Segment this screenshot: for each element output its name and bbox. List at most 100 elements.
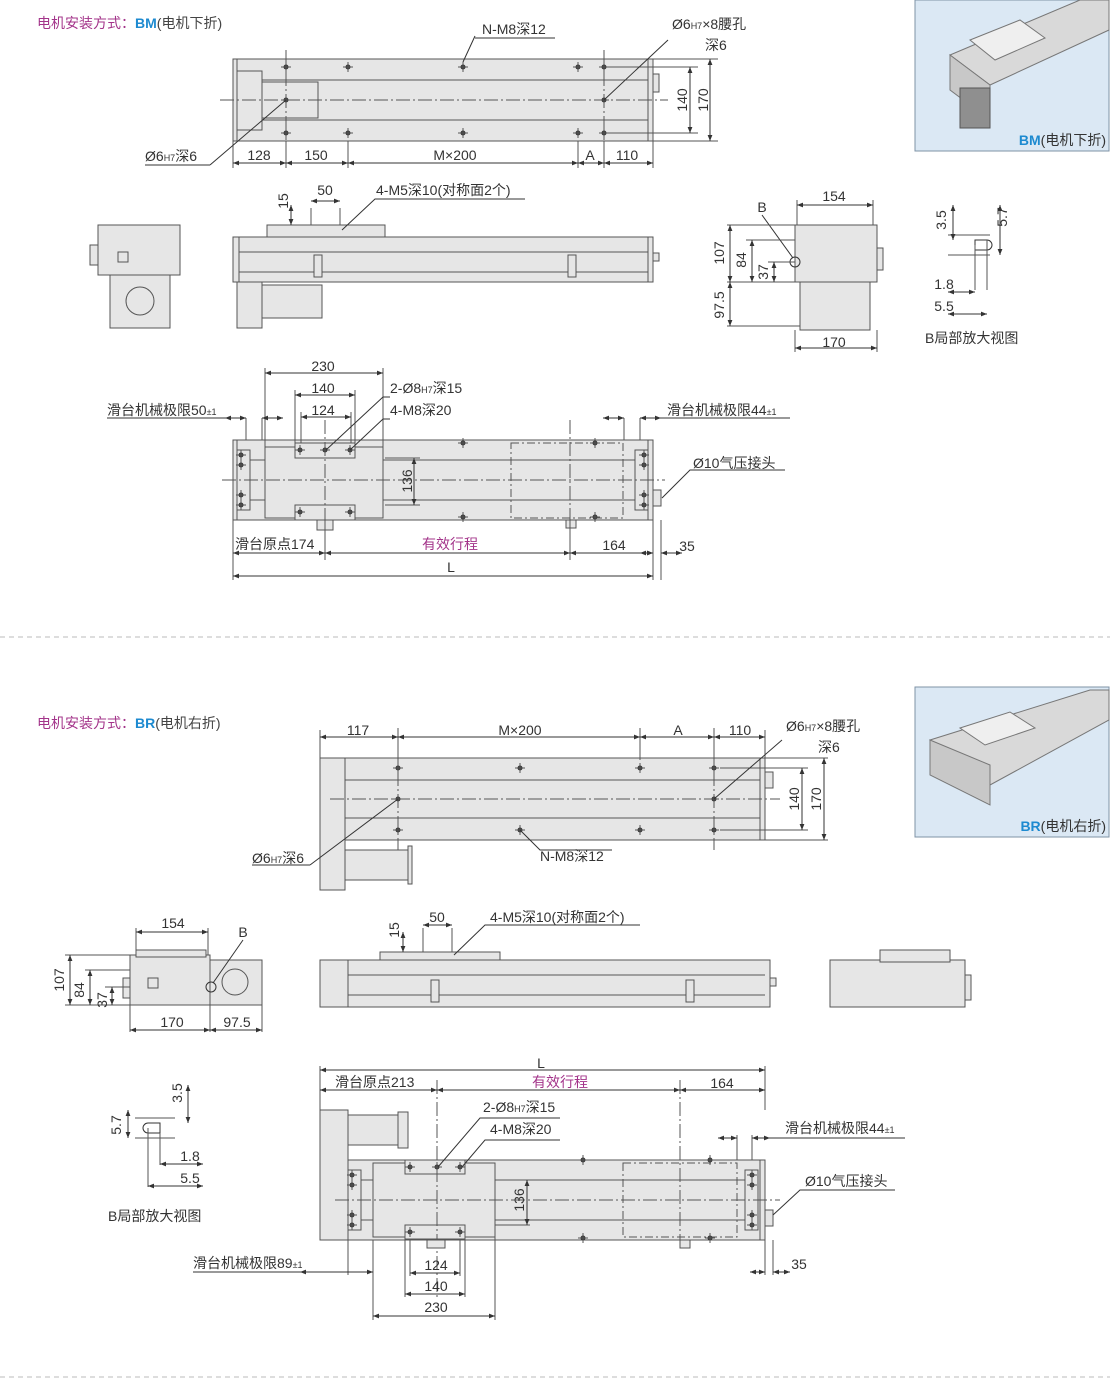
section-bm: 电机安装方式：BM(电机下折) BM(电机下折) N-M8深12 Ø6H7×8腰… xyxy=(37,0,1110,575)
slot-depth-label: 深6 xyxy=(705,37,727,53)
dim-84: 84 xyxy=(733,252,749,268)
dim-length: L xyxy=(537,1055,545,1071)
bracket xyxy=(565,519,577,529)
dim-97-5: 97.5 xyxy=(711,291,727,318)
slider-top xyxy=(379,951,501,961)
dim-107: 107 xyxy=(711,241,727,265)
thumbnail-bm: BM(电机下折) xyxy=(914,0,1110,152)
limit-right-label: 滑台机械极限44±1 xyxy=(667,402,777,418)
detail-dim-1-8: 1.8 xyxy=(934,276,954,292)
motor-body xyxy=(344,849,411,881)
detail-b-marker: B xyxy=(238,924,247,940)
air-fitting xyxy=(122,977,131,999)
dim-124: 124 xyxy=(424,1257,448,1273)
detail-b-circle xyxy=(205,981,217,993)
dim-170: 170 xyxy=(695,88,711,112)
air-fitting xyxy=(89,244,99,266)
slider-tap-label: 4-M8深20 xyxy=(490,1121,552,1137)
dim-150: 150 xyxy=(304,147,328,163)
thumbnail-label: BR(电机右折) xyxy=(1020,818,1106,834)
detail-dim-5-7: 5.7 xyxy=(108,1115,124,1135)
leader-line xyxy=(349,418,390,451)
end-plate xyxy=(232,236,240,283)
section-br: 电机安装方式：BR(电机右折) BR(电机右折) 117 M×200 A 110… xyxy=(37,686,1110,1315)
leader-line xyxy=(519,829,612,851)
dim-230: 230 xyxy=(424,1299,448,1315)
end-plate xyxy=(647,236,654,283)
air-fitting xyxy=(652,489,662,507)
leader-line xyxy=(772,1189,895,1216)
dim-117: 117 xyxy=(347,722,370,738)
dim-110: 110 xyxy=(729,722,752,738)
dim-164: 164 xyxy=(602,537,626,553)
dowel-label: 2-Ø8H7深15 xyxy=(390,380,462,396)
leader-line xyxy=(437,1117,560,1168)
dim-140-slider: 140 xyxy=(424,1278,448,1294)
leader-line xyxy=(661,469,785,499)
dim-136: 136 xyxy=(511,1188,527,1212)
section-title: 电机安装方式：BM(电机下折) xyxy=(37,15,222,31)
leader-line xyxy=(453,924,640,956)
connector xyxy=(147,977,159,989)
actuator-body xyxy=(232,236,654,283)
dim-84: 84 xyxy=(71,982,87,998)
section-title: 电机安装方式：BR(电机右折) xyxy=(37,715,221,731)
end-view-body xyxy=(97,224,181,276)
motor-shaft-circle xyxy=(125,286,155,316)
dim-128: 128 xyxy=(247,147,271,163)
detail-dim-3-5: 3.5 xyxy=(933,210,949,230)
dim-15: 15 xyxy=(275,193,291,209)
pin-hole-label: Ø6H7深6 xyxy=(145,148,197,164)
connector xyxy=(117,251,129,263)
end-view-body xyxy=(794,224,878,283)
leader-line xyxy=(761,214,794,259)
dim-35: 35 xyxy=(791,1256,807,1272)
air-fitting-label: Ø10气压接头 xyxy=(805,1173,887,1189)
dim-a: A xyxy=(585,147,595,163)
end-view-body xyxy=(829,959,966,1008)
detail-caption: B局部放大视图 xyxy=(925,330,1018,346)
leader-line xyxy=(462,35,476,63)
fitting-bracket xyxy=(685,979,695,1003)
limit-right-label: 滑台机械极限44±1 xyxy=(785,1120,895,1136)
air-fitting xyxy=(876,247,884,271)
limit-left-label: 滑台机械极限50±1 xyxy=(107,402,217,418)
top-tab xyxy=(879,949,951,963)
dim-124: 124 xyxy=(311,402,335,418)
stroke-label: 有效行程 xyxy=(532,1074,588,1090)
dim-140-slider: 140 xyxy=(311,380,335,396)
dim-a: A xyxy=(673,722,683,738)
tap-hole-label: N-M8深12 xyxy=(540,848,604,864)
dim-m-200: M×200 xyxy=(498,722,541,738)
dim-136: 136 xyxy=(399,469,415,493)
motor-flange xyxy=(397,1111,409,1149)
end-block xyxy=(319,959,349,1008)
origin-label: 滑台原点174 xyxy=(235,536,315,552)
leader-line xyxy=(603,39,669,101)
end-block xyxy=(319,757,346,891)
air-fitting xyxy=(652,73,660,93)
dim-37: 37 xyxy=(755,264,771,280)
limit-left-label: 滑台机械极限89±1 xyxy=(193,1255,303,1271)
side-tap-label: 4-M5深10(对称面2个) xyxy=(490,909,625,925)
slot-depth-label: 深6 xyxy=(818,739,840,755)
detail-caption: B局部放大视图 xyxy=(108,1208,201,1224)
dim-37: 37 xyxy=(94,992,110,1008)
pin-hole-label: Ø6H7深6 xyxy=(252,850,304,866)
slot-profile xyxy=(142,1122,161,1134)
bracket xyxy=(679,1239,691,1249)
detail-b-marker: B xyxy=(757,199,766,215)
top-tab xyxy=(135,949,207,958)
dim-110: 110 xyxy=(616,147,639,163)
detail-dim-1-8: 1.8 xyxy=(180,1148,200,1164)
thumbnail-br: BR(电机右折) xyxy=(914,686,1110,838)
module-3d-icon xyxy=(949,0,1110,129)
dim-170-bottom: 170 xyxy=(160,1014,184,1030)
module-3d-icon xyxy=(928,689,1110,806)
fitting-bracket xyxy=(430,979,440,1003)
detail-dim-3-5: 3.5 xyxy=(169,1083,185,1103)
dim-97-5: 97.5 xyxy=(223,1014,250,1030)
dim-15: 15 xyxy=(386,922,402,938)
motor-square xyxy=(209,959,263,1006)
